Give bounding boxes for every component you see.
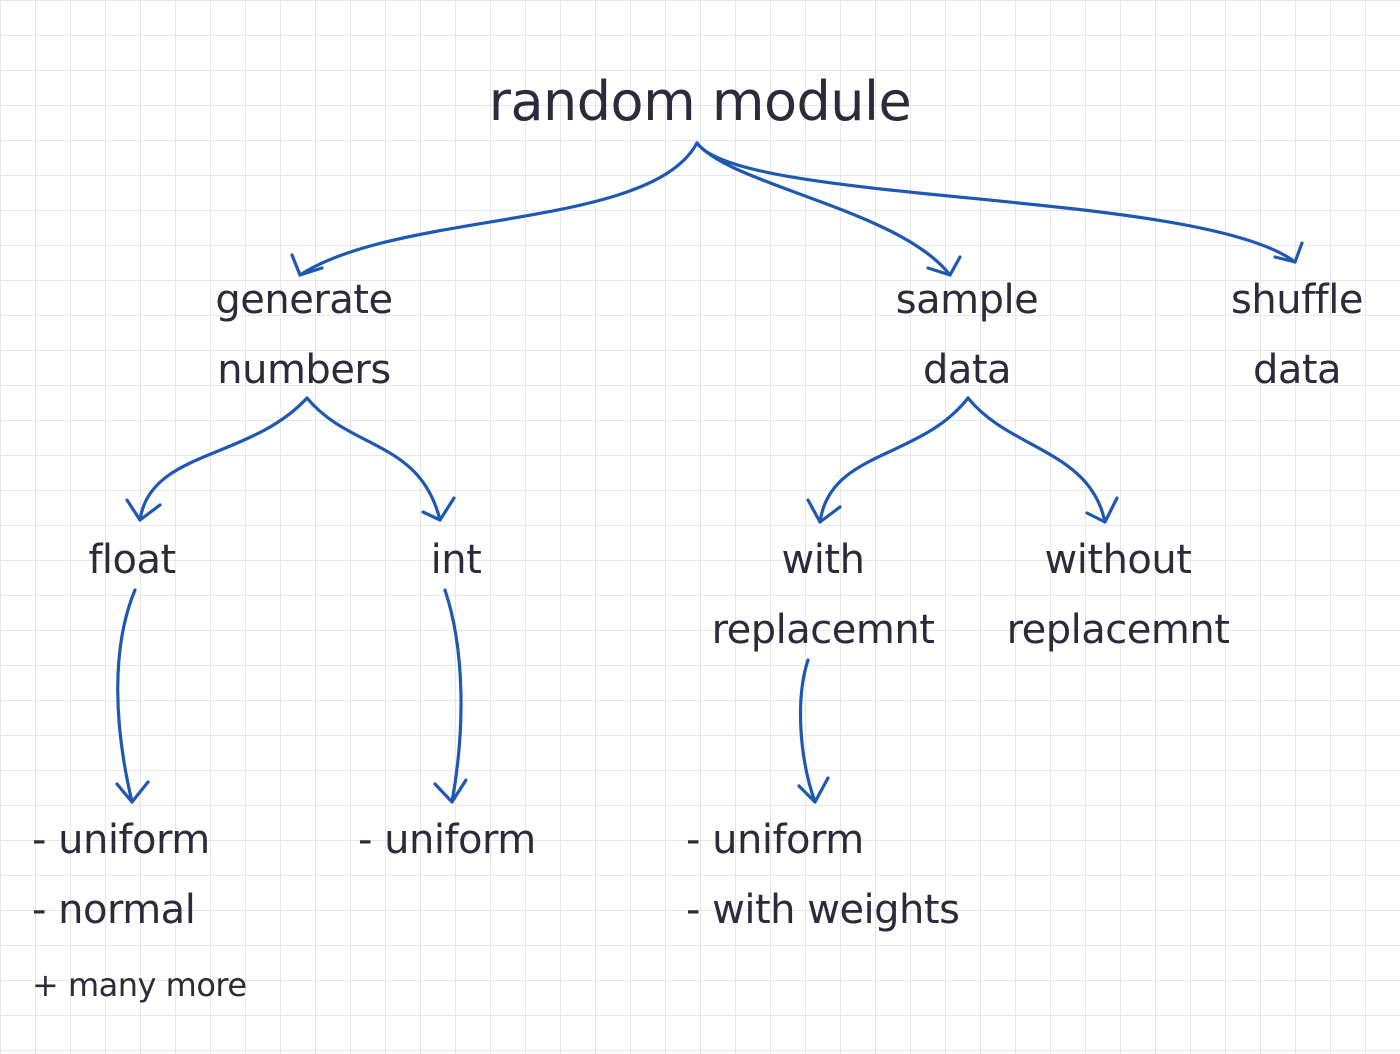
list-float-methods: - uniform - normal bbox=[32, 805, 210, 945]
list-with-replacement-methods: - uniform - with weights bbox=[686, 805, 960, 945]
node-without-replacement-line-2: replacemnt bbox=[1006, 607, 1230, 653]
arrow-generate-to-float bbox=[138, 396, 309, 522]
arrowhead-shuffle bbox=[1273, 241, 1304, 264]
node-sample-data-line-1: sample bbox=[895, 277, 1039, 323]
node-int: int bbox=[430, 537, 482, 583]
arrow-sample-to-with bbox=[818, 396, 970, 524]
list-item: - uniform bbox=[686, 817, 864, 863]
node-shuffle-data: shuffle data bbox=[1231, 265, 1363, 405]
node-generate-numbers-line-1: generate bbox=[215, 277, 393, 323]
note-many-more: + many more bbox=[32, 966, 247, 1004]
arrow-sample-to-without bbox=[966, 396, 1107, 524]
node-shuffle-data-line-2: data bbox=[1252, 347, 1342, 393]
node-generate-numbers-line-2: numbers bbox=[217, 347, 391, 393]
arrow-random-to-generate bbox=[298, 141, 699, 277]
node-sample-data-line-2: data bbox=[922, 347, 1012, 393]
list-item: - uniform bbox=[358, 817, 536, 863]
arrowhead-generate bbox=[290, 253, 324, 277]
arrow-generate-to-int bbox=[305, 396, 442, 522]
arrowhead-sample bbox=[926, 255, 962, 277]
node-float: float bbox=[88, 537, 176, 583]
arrowhead-float bbox=[125, 498, 162, 522]
node-with-replacement-line-2: replacemnt bbox=[711, 607, 935, 653]
node-without-replacement-line-1: without bbox=[1044, 537, 1192, 583]
list-int-methods: - uniform bbox=[358, 805, 536, 875]
node-with-replacement-line-1: with bbox=[781, 537, 865, 583]
arrowhead-int-list bbox=[433, 778, 468, 804]
arrow-int-to-list bbox=[443, 588, 463, 804]
arrow-float-to-list bbox=[116, 588, 137, 804]
arrow-with-to-list bbox=[798, 658, 817, 804]
node-sample-data: sample data bbox=[895, 265, 1039, 405]
arrowhead-float-list bbox=[115, 780, 150, 804]
arrowhead-with bbox=[806, 498, 842, 524]
node-shuffle-data-line-1: shuffle bbox=[1231, 277, 1363, 323]
node-without-replacement: without replacemnt bbox=[1007, 525, 1230, 665]
arrowhead-without bbox=[1085, 496, 1119, 524]
list-item: - uniform bbox=[32, 817, 210, 863]
root-node-random-module: random module bbox=[488, 70, 912, 133]
list-item: - normal bbox=[32, 887, 196, 933]
arrowhead-int bbox=[421, 496, 456, 522]
arrow-random-to-shuffle bbox=[695, 141, 1297, 264]
arrowhead-with-list bbox=[797, 776, 830, 804]
node-generate-numbers: generate numbers bbox=[215, 265, 393, 405]
node-with-replacement: with replacemnt bbox=[712, 525, 935, 665]
list-item: - with weights bbox=[686, 887, 960, 933]
